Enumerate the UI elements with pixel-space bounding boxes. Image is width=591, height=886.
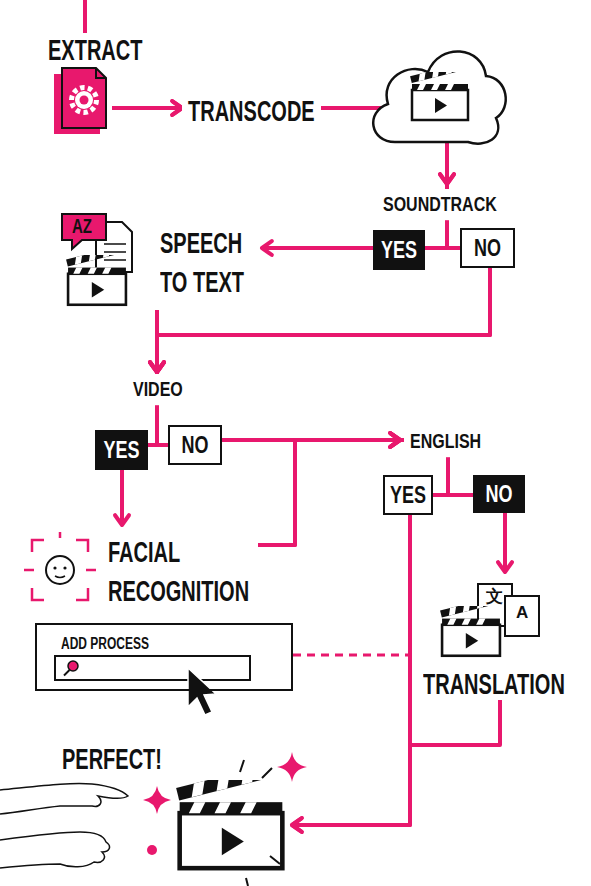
decision-yes-box: YES (383, 475, 433, 515)
clapper-icon (440, 597, 500, 656)
node-text: YES (390, 483, 426, 507)
node-text: PERFECT! (62, 744, 162, 773)
cloud-shape (373, 51, 506, 143)
arrow-head (440, 174, 454, 184)
gear-body (75, 91, 93, 109)
upper-hand (0, 783, 128, 814)
document-icon (62, 68, 106, 128)
decision-no-box: NO (460, 228, 515, 268)
sparkle (143, 786, 171, 814)
connector-line (292, 515, 410, 825)
face-outline (46, 556, 74, 584)
decision-no-box: NO (168, 425, 222, 465)
node-text: AZ (72, 216, 92, 236)
mouse-cursor (188, 668, 216, 715)
flow-connector (292, 700, 500, 832)
connector-line (262, 246, 373, 250)
node-text: YES (103, 438, 139, 462)
document-fold (96, 68, 106, 78)
face-eye (63, 566, 66, 569)
dashed-leader (293, 654, 410, 657)
decision-yes-box: YES (373, 230, 425, 270)
speech-to-text-step: AZ SPEECH TO TEXT (58, 210, 262, 310)
gear-teeth (72, 88, 97, 113)
clapper-icon (66, 246, 126, 305)
target-page (505, 596, 539, 636)
sparkle-dot (147, 845, 157, 855)
node-text: ADD PROCESS (61, 636, 149, 652)
flow-connector (292, 515, 410, 832)
flow-connector (115, 470, 129, 525)
magnifier-handle (64, 670, 70, 676)
connector-line (120, 470, 124, 525)
node-text: NO (474, 236, 501, 260)
lower-hand (0, 832, 109, 868)
translation-step: 文A TRANSLATION (420, 572, 575, 700)
decision-no-box: NO (473, 475, 525, 513)
face-eye (53, 566, 56, 569)
decision-label: VIDEO (127, 374, 189, 405)
node-text: NO (486, 482, 513, 506)
facial-recognition-step: FACIAL RECOGNITION (30, 525, 258, 605)
sparkle (277, 752, 307, 782)
node-text: YES (381, 238, 417, 262)
arrow-head (498, 562, 512, 572)
face-mouth (55, 576, 65, 578)
node-text: A (516, 604, 528, 621)
connector-line (503, 513, 507, 572)
flow-connector (262, 241, 373, 255)
extract-step: EXTRACT (58, 35, 112, 130)
final-clapper (176, 763, 282, 868)
decision-yes-box: YES (95, 430, 148, 470)
add-process-window: ADD PROCESS (35, 623, 293, 691)
arrow-head (390, 433, 400, 447)
node-text: NO (182, 433, 209, 457)
node-text: 文 (486, 588, 503, 605)
decision-label: SOUNDTRACK (377, 189, 503, 220)
connector-line (292, 700, 500, 825)
node-text: EXTRACT (48, 35, 142, 64)
node-text: TRANSLATION (423, 669, 565, 698)
flow-connector (498, 513, 512, 572)
transcript-lines (104, 244, 126, 260)
final-output: PERFECT! (60, 742, 292, 872)
search-field (55, 656, 250, 680)
incoming-line (83, 0, 87, 33)
arrow-head (172, 101, 182, 115)
decision-label: ENGLISH (404, 426, 487, 457)
step-label: TRANSCODE (182, 91, 321, 132)
shine-ticks (240, 760, 280, 886)
arrow-head (150, 362, 164, 372)
clapper-icon (410, 63, 468, 120)
arrow-head (292, 818, 302, 832)
focus-brackets (24, 532, 96, 600)
magnifier-lens (68, 661, 78, 671)
arrow-head (262, 241, 272, 255)
node-text: FACIAL RECOGNITION (108, 533, 288, 611)
arrow-head (115, 515, 129, 525)
node-text: SPEECH TO TEXT (160, 224, 260, 302)
gear-hole (80, 96, 89, 105)
speech-bubble (62, 214, 106, 249)
